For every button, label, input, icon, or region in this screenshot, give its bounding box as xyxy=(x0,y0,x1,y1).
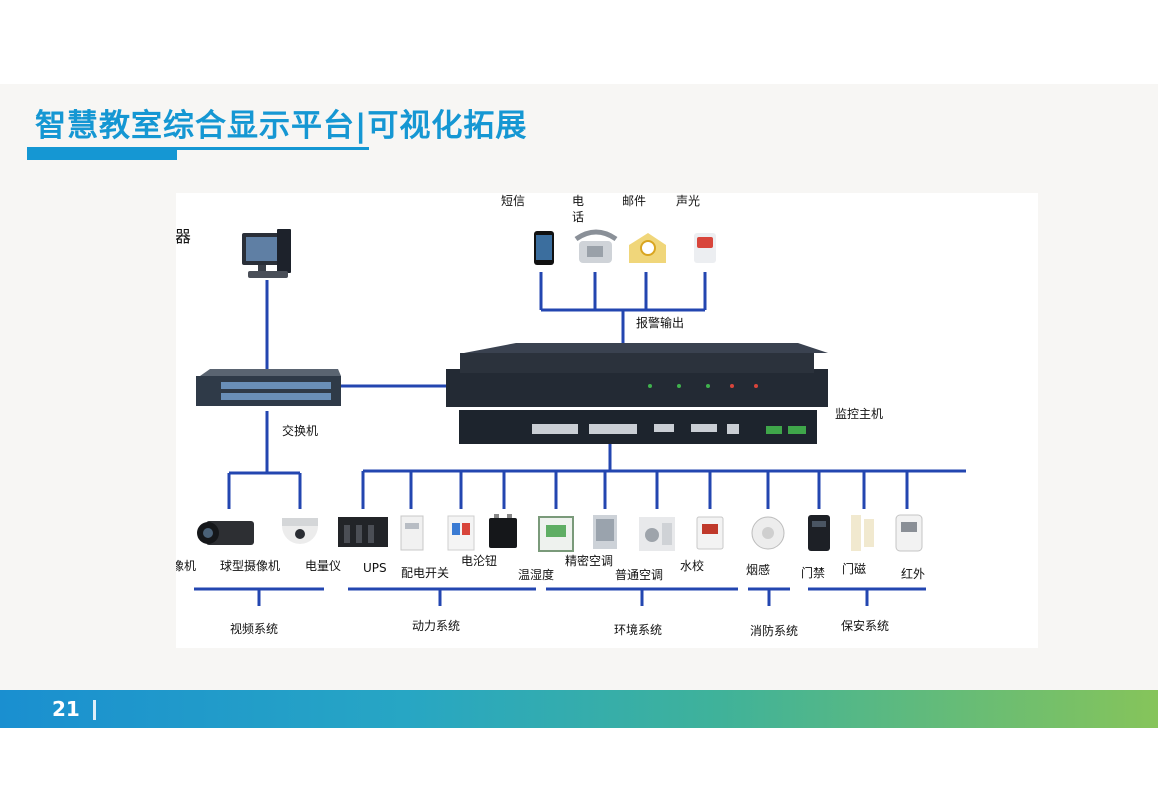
footer-bar xyxy=(0,690,1158,728)
connection-lines xyxy=(194,272,966,606)
email-label: 邮件 xyxy=(622,194,646,208)
access-control-icon xyxy=(808,515,830,551)
ordinary-ac-label: 普通空调 xyxy=(615,568,663,582)
power-meter-icon xyxy=(338,517,388,547)
phone-label-line1: 电 xyxy=(572,194,584,208)
phone-icon xyxy=(534,231,554,265)
page-number: 21 xyxy=(52,697,80,721)
smoke-label: 烟感 xyxy=(746,562,770,577)
temp-humidity-sensor-icon xyxy=(538,516,574,552)
email-icon xyxy=(629,233,666,263)
monitoring-host-icon xyxy=(446,343,828,444)
battery-label: 电沦钮 xyxy=(461,553,497,568)
topology-diagram: IE浏览器 短信 电 话 邮件 声光 报警输出 交换机 xyxy=(176,193,1038,648)
ups-icon xyxy=(400,515,424,551)
infrared-detector-icon xyxy=(895,514,923,552)
phone-label-line2: 话 xyxy=(572,210,584,224)
precision-ac-icon xyxy=(593,515,617,549)
water-leak-label: 水校 xyxy=(680,558,704,573)
gun-camera-icon xyxy=(197,521,254,545)
title-underline xyxy=(27,147,369,150)
dome-camera-icon xyxy=(282,518,318,544)
distribution-switch-icon xyxy=(447,515,475,551)
dome-camera-label: 球型摄像机 xyxy=(220,558,280,573)
pc-icon xyxy=(242,229,291,278)
smoke-detector-icon xyxy=(751,516,785,550)
browser-label: IE浏览器 xyxy=(176,227,191,246)
switch-label: 交换机 xyxy=(282,423,318,438)
switch-icon xyxy=(196,369,341,406)
security-system-label: 保安系统 xyxy=(841,618,889,633)
distribution-switch-label: 配电开关 xyxy=(401,566,449,580)
title-accent-bar xyxy=(27,150,177,160)
environment-system-label: 环境系统 xyxy=(614,622,662,637)
ordinary-ac-icon xyxy=(639,517,675,551)
telephone-icon xyxy=(574,229,618,263)
power-system-label: 动力系统 xyxy=(412,619,460,633)
sms-label: 短信 xyxy=(501,194,525,208)
water-leak-sensor-icon xyxy=(696,516,724,550)
door-magnet-icon xyxy=(851,515,874,551)
battery-icon xyxy=(489,514,517,548)
temp-humidity-label: 温湿度 xyxy=(518,567,554,582)
gun-camera-label: 枪型摄像机 xyxy=(176,558,196,573)
infrared-label: 红外 xyxy=(901,566,925,581)
sound-light-label: 声光 xyxy=(676,194,700,208)
power-meter-label: 电量仪 xyxy=(305,559,341,573)
fire-system-label: 消防系统 xyxy=(750,623,798,638)
page-number-divider xyxy=(93,700,96,720)
host-label: 监控主机 xyxy=(835,407,883,421)
ups-label: UPS xyxy=(363,561,387,575)
door-magnet-label: 门磁 xyxy=(842,561,866,576)
alarm-output-label: 报警输出 xyxy=(636,315,684,330)
video-system-label: 视频系统 xyxy=(230,621,278,636)
precision-ac-label: 精密空调 xyxy=(565,553,613,568)
access-control-label: 门禁 xyxy=(801,565,825,580)
page-title: 智慧教室综合显示平台|可视化拓展 xyxy=(35,108,528,144)
sound-light-alarm-icon xyxy=(694,233,716,263)
